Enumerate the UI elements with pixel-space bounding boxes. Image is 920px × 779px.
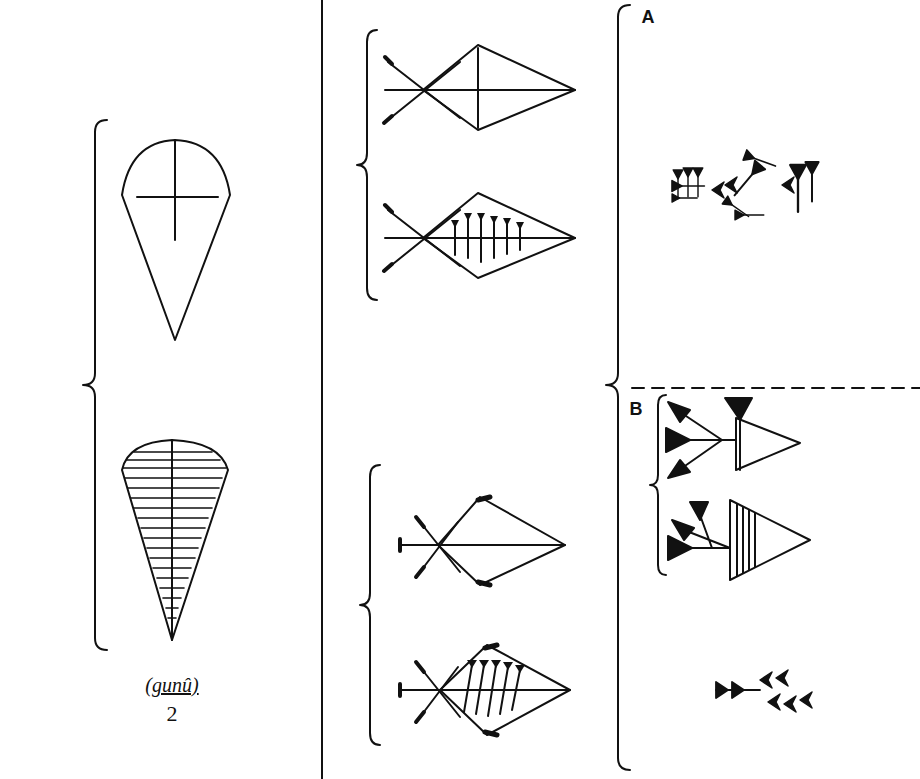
archaic-gunu-sign	[384, 193, 575, 278]
cuneiform-sign-small	[716, 670, 812, 712]
archaic-sign	[384, 45, 575, 130]
section-letter: B	[630, 400, 643, 420]
section-letter: A	[642, 8, 655, 28]
dashed-separator	[632, 387, 920, 389]
old-babylonian-sign	[400, 497, 565, 585]
cuneiform-sign-group	[672, 150, 819, 221]
pictograph-gunu-sign	[122, 440, 228, 640]
pictograph-sign	[122, 140, 230, 340]
cuneiform-gunu-sign	[668, 500, 810, 580]
brace	[650, 395, 666, 575]
divider-line	[321, 0, 323, 779]
brace	[606, 5, 630, 770]
old-babylonian-gunu-sign	[400, 645, 570, 735]
gunu-note: (gunû)	[145, 674, 198, 696]
cuneiform-sign	[666, 398, 800, 478]
sign-number: 2	[167, 702, 178, 726]
brace	[357, 30, 377, 300]
brace	[83, 120, 107, 650]
brace	[360, 465, 380, 745]
